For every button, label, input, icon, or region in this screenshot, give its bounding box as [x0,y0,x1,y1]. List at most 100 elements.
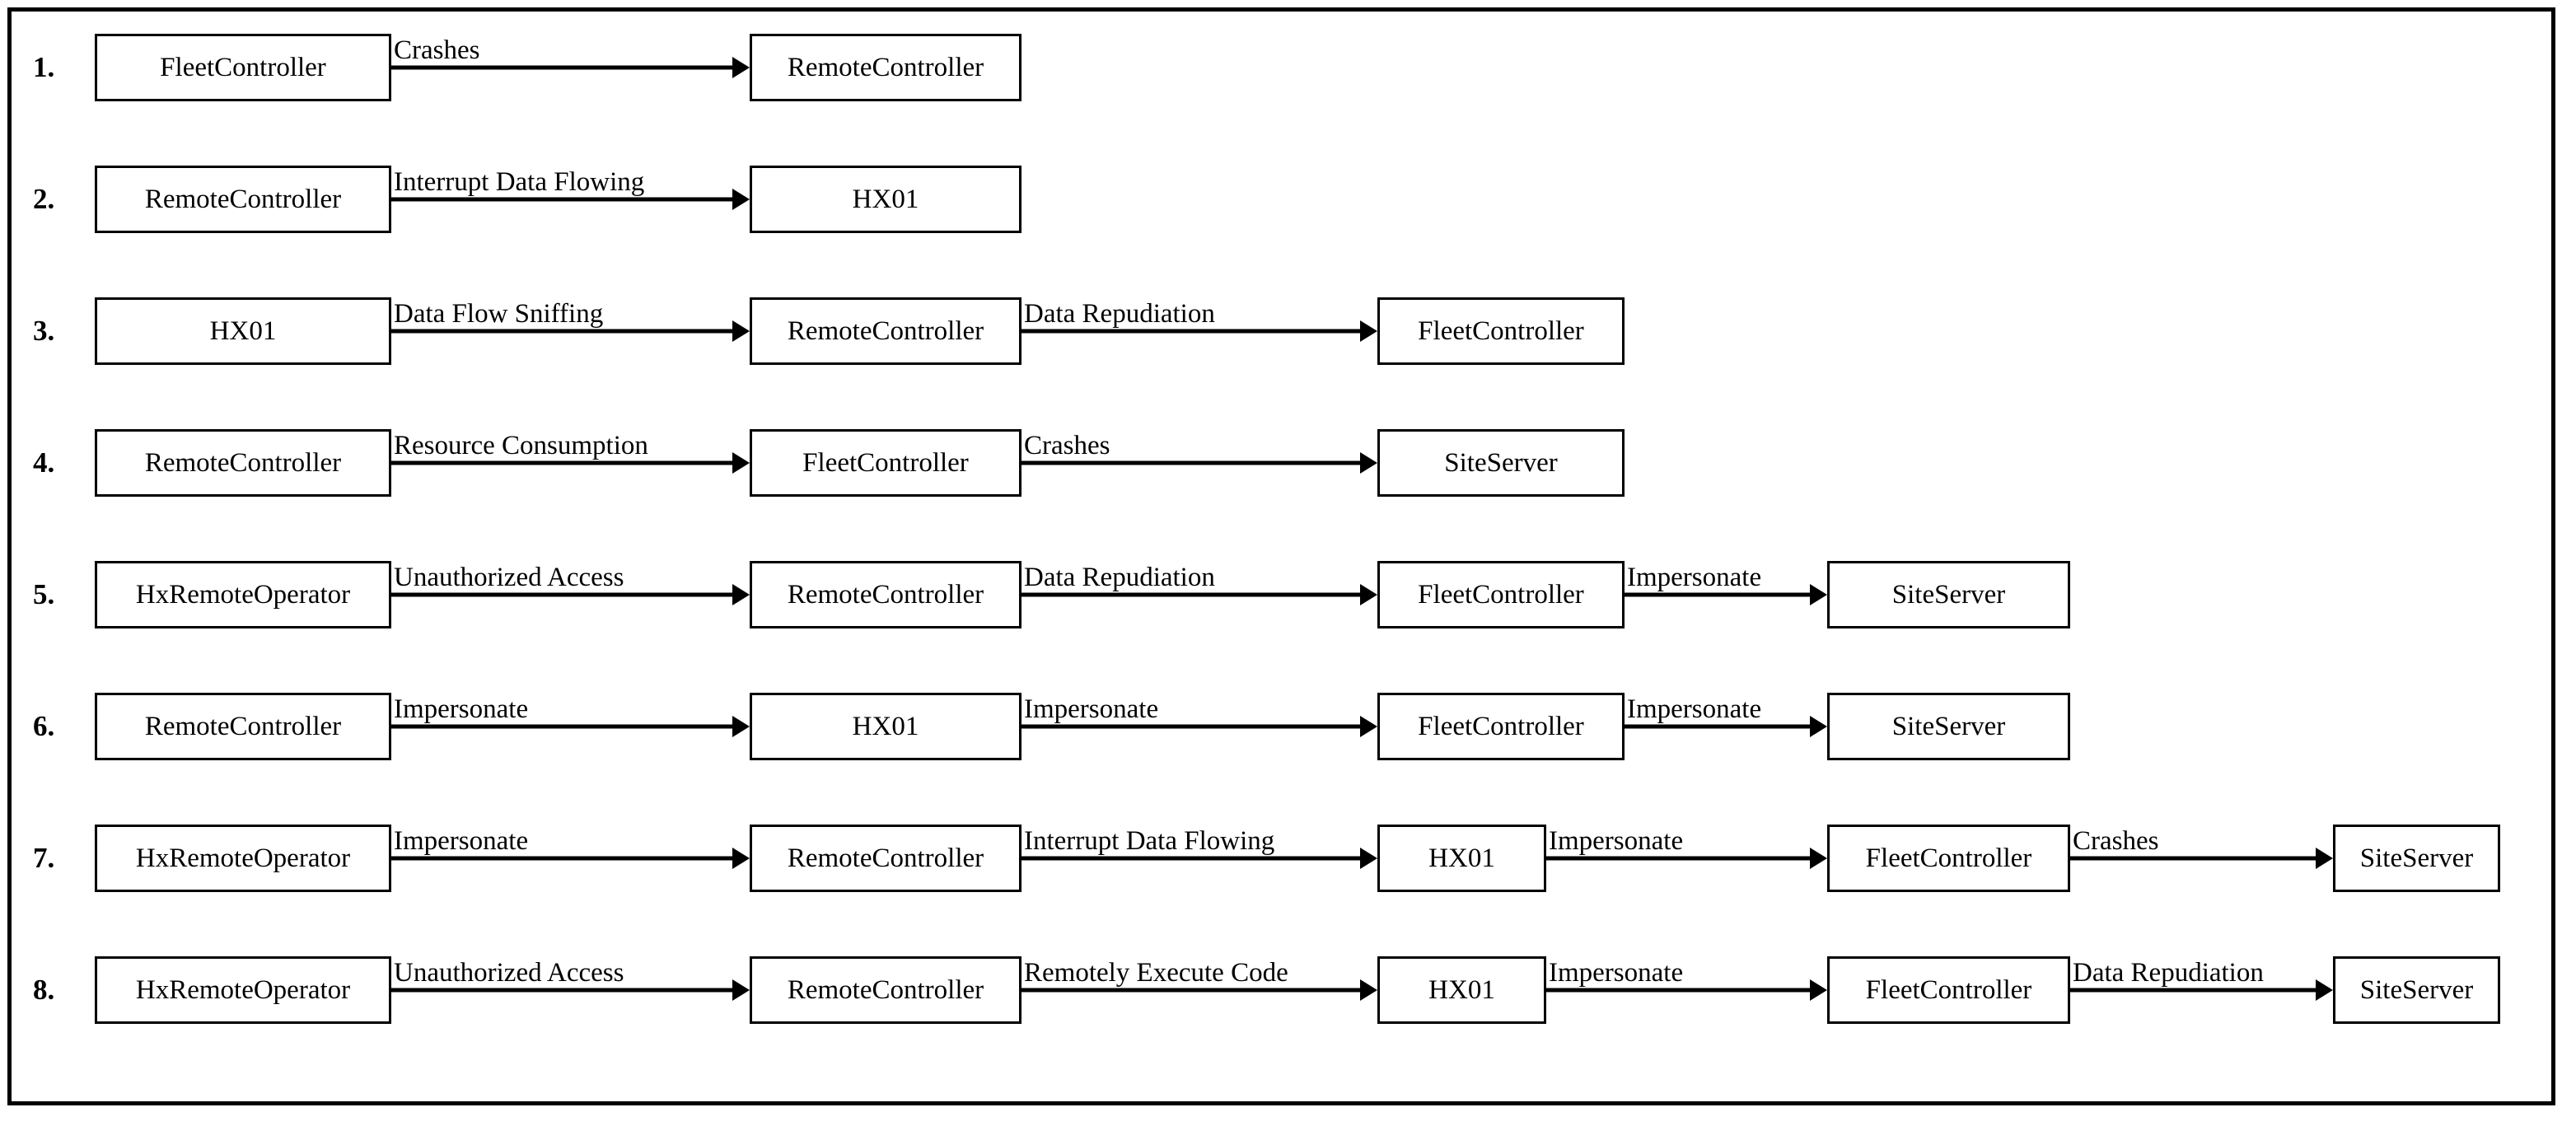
edge-label: Impersonate [1627,563,1762,592]
arrow-head-icon [732,979,750,1001]
node-box: HxRemoteOperator [95,956,391,1024]
node-label: RemoteController [787,579,984,610]
edge-label: Resource Consumption [394,431,648,460]
edge-label: Interrupt Data Flowing [394,167,645,197]
node-box: HX01 [1377,825,1546,892]
node-label: HX01 [1428,843,1495,873]
node-box: HX01 [95,297,391,365]
node-label: RemoteController [144,447,342,478]
node-box: RemoteController [750,561,1022,628]
node-label: RemoteController [787,52,984,82]
attack-edge: Crashes [1022,429,1377,497]
row-number: 1. [33,51,55,83]
arrow-head-icon [1360,716,1377,737]
edge-label: Data Repudiation [1024,299,1215,329]
row-number: 8. [33,974,55,1006]
node-box: HX01 [750,693,1022,760]
node-label: HX01 [852,184,919,214]
attack-edge: Impersonate [1625,693,1827,760]
arrow-line [1625,724,1812,729]
node-box: HxRemoteOperator [95,825,391,892]
edge-label: Crashes [2073,826,2159,856]
arrow-line [1022,724,1363,729]
arrow-head-icon [1810,584,1827,605]
attack-edge: Remotely Execute Code [1022,956,1377,1024]
edge-label: Impersonate [394,694,529,724]
node-label: SiteServer [1891,579,2006,610]
arrow-head-icon [1810,848,1827,869]
arrow-line [391,724,735,729]
arrow-line [391,460,735,465]
arrow-line [2070,988,2318,993]
attack-edge: Interrupt Data Flowing [391,166,750,233]
attack-edge: Impersonate [1625,561,1827,628]
node-label: FleetController [1865,843,2032,873]
node-label: SiteServer [2359,843,2474,873]
node-box: RemoteController [750,297,1022,365]
edge-label: Impersonate [1549,826,1684,856]
arrow-head-icon [732,452,750,474]
arrow-line [391,329,735,334]
node-box: FleetController [750,429,1022,497]
attack-edge: Unauthorized Access [391,956,750,1024]
node-label: FleetController [160,52,326,82]
arrow-line [1546,856,1812,861]
node-label: RemoteController [144,711,342,741]
arrow-head-icon [732,57,750,78]
diagram-outer-frame [7,7,2555,1105]
arrow-line [391,197,735,202]
edge-label: Remotely Execute Code [1024,958,1288,988]
node-label: HxRemoteOperator [135,579,351,610]
attack-edge: Impersonate [1022,693,1377,760]
attack-edge: Data Repudiation [1022,297,1377,365]
arrow-head-icon [732,189,750,210]
row-number: 7. [33,842,55,874]
attack-edge: Crashes [391,34,750,101]
edge-label: Crashes [394,35,480,65]
arrow-head-icon [732,584,750,605]
attack-edge: Crashes [2070,825,2333,892]
node-label: SiteServer [2359,974,2474,1005]
attack-path-row: 7. Impersonate Interrupt Data Flowing Imper… [0,809,2576,908]
attack-path-row: 8. Unauthorized Access Remotely Execute Co… [0,941,2576,1040]
attack-edge: Interrupt Data Flowing [1022,825,1377,892]
node-label: FleetController [1418,315,1584,346]
node-label: RemoteController [787,315,984,346]
node-label: RemoteController [787,974,984,1005]
arrow-head-icon [1360,320,1377,342]
attack-edge: Impersonate [391,693,750,760]
row-number: 5. [33,578,55,610]
arrow-head-icon [1810,979,1827,1001]
node-box: HxRemoteOperator [95,561,391,628]
node-box: FleetController [1377,561,1625,628]
node-label: SiteServer [1891,711,2006,741]
attack-edge: Impersonate [1546,825,1827,892]
edge-label: Data Repudiation [2073,958,2264,988]
arrow-head-icon [1360,452,1377,474]
arrow-line [1022,329,1363,334]
node-label: SiteServer [1444,447,1558,478]
arrow-line [1022,856,1363,861]
arrow-head-icon [732,320,750,342]
node-label: FleetController [802,447,969,478]
arrow-head-icon [732,716,750,737]
row-number: 4. [33,446,55,479]
attack-edge: Unauthorized Access [391,561,750,628]
node-label: HX01 [209,315,277,346]
node-label: HxRemoteOperator [135,974,351,1005]
node-box: RemoteController [750,825,1022,892]
arrow-head-icon [1360,848,1377,869]
arrow-line [2070,856,2318,861]
node-label: FleetController [1418,711,1584,741]
edge-label: Impersonate [1627,694,1762,724]
attack-edge: Impersonate [391,825,750,892]
edge-label: Impersonate [1549,958,1684,988]
edge-label: Crashes [1024,431,1110,460]
node-box: SiteServer [2333,825,2500,892]
arrow-line [1022,460,1363,465]
node-box: RemoteController [750,956,1022,1024]
